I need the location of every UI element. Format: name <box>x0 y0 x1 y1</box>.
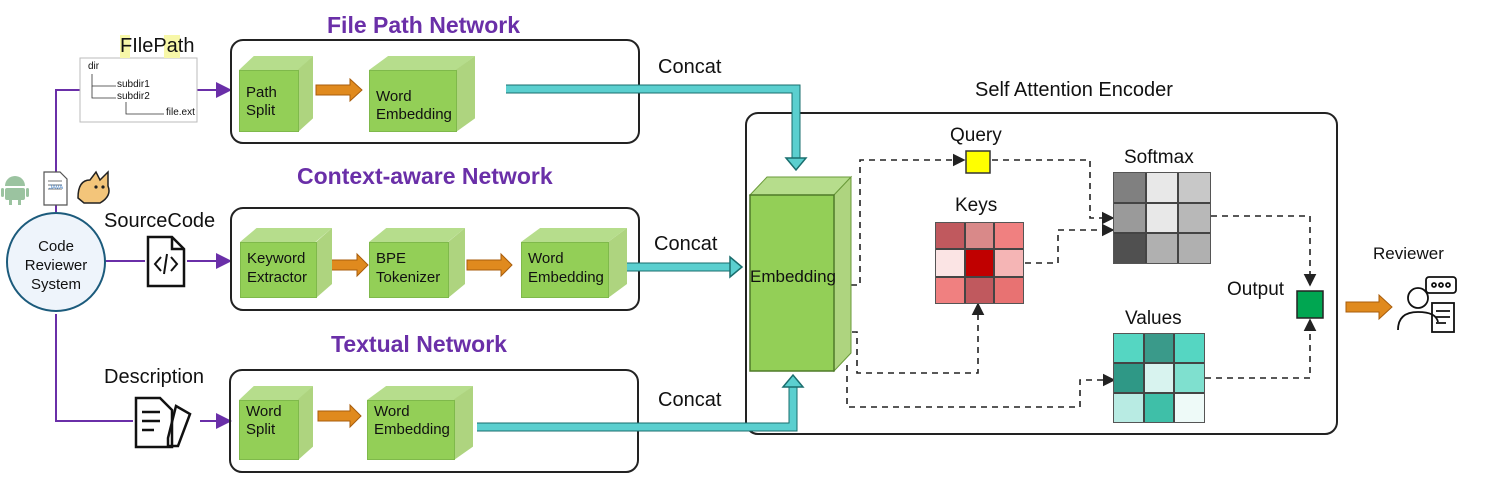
concat-label-context: Concat <box>654 233 718 255</box>
context-word-embedding-line1: Word <box>528 250 564 267</box>
system-label-line2: Reviewer <box>24 257 88 274</box>
keys-cell <box>965 223 994 249</box>
file-tree-root: dir <box>88 61 100 72</box>
filepath-label: FIlePath <box>120 35 195 58</box>
keyword-extractor-block: Keyword Extractor <box>240 228 332 298</box>
keys-cell <box>936 277 964 303</box>
keyword-extractor-line2: Extractor <box>247 269 308 286</box>
softmax-cell <box>1146 234 1178 263</box>
concat-label-file: Concat <box>658 56 722 78</box>
embedding-label: Embedding <box>750 267 837 286</box>
bpe-tokenizer-line2: Tokenizer <box>376 269 441 286</box>
context-word-embedding-block: Word Embedding <box>521 228 627 298</box>
keys-matrix <box>935 222 1024 304</box>
softmax-cell <box>1114 234 1145 263</box>
output-square <box>1296 290 1324 319</box>
file-tree-leaf: file.ext <box>166 107 195 118</box>
description-label: Description <box>104 366 205 388</box>
file-tree-child1: subdir1 <box>117 79 150 90</box>
path-split-line1: Path <box>246 84 277 101</box>
android-icon <box>1 176 29 205</box>
values-cell <box>1144 364 1174 392</box>
output-label: Output <box>1227 279 1285 300</box>
context-network-title: Context-aware Network <box>297 163 553 189</box>
text-word-embedding-line1: Word <box>374 403 410 420</box>
self-attention-title: Self Attention Encoder <box>975 79 1173 101</box>
softmax-label: Softmax <box>1124 147 1194 168</box>
file-word-embedding-block: Word Embedding <box>369 56 475 132</box>
file-word-embedding-line2: Embedding <box>376 106 452 123</box>
file-path-network-title: File Path Network <box>327 12 520 38</box>
context-word-embedding-line2: Embedding <box>528 269 604 286</box>
java-file-icon <box>43 171 68 206</box>
word-split-block: Word Split <box>239 386 313 460</box>
system-label-line1: Code <box>38 238 74 255</box>
input-connectors <box>55 82 232 429</box>
reviewer-person-icon <box>1397 276 1457 333</box>
softmax-cell <box>1114 203 1145 233</box>
keyword-extractor-line1: Keyword <box>247 250 306 267</box>
softmax-cell <box>1179 203 1210 233</box>
softmax-cell <box>1179 234 1210 263</box>
system-label: Code Reviewer System <box>7 237 105 294</box>
softmax-matrix <box>1113 172 1211 264</box>
java-icon-text: JAVA <box>49 185 64 191</box>
softmax-cell <box>1146 203 1178 233</box>
word-split-line2: Split <box>246 421 276 438</box>
bpe-tokenizer-block: BPE Tokenizer <box>369 228 465 298</box>
values-cell <box>1144 334 1174 362</box>
keys-cell <box>995 223 1023 249</box>
path-split-line2: Split <box>246 102 276 119</box>
concat-arrows <box>477 84 808 432</box>
self-attention-box <box>745 112 1338 435</box>
keys-cell <box>965 250 994 276</box>
keys-cell <box>936 223 964 249</box>
values-label: Values <box>1125 308 1182 329</box>
softmax-cell <box>1114 173 1145 202</box>
concat-label-textual: Concat <box>658 389 722 411</box>
values-cell <box>1175 364 1204 392</box>
values-cell <box>1114 364 1143 392</box>
textual-network-box <box>229 369 639 473</box>
tomcat-icon <box>77 170 110 204</box>
text-word-embedding-block: Word Embedding <box>367 386 473 460</box>
values-cell <box>1175 334 1204 362</box>
reviewer-label: Reviewer <box>1373 244 1444 263</box>
path-split-block: Path Split <box>239 56 313 132</box>
values-matrix <box>1113 333 1205 423</box>
description-edit-icon <box>134 396 192 449</box>
softmax-cell <box>1179 173 1210 202</box>
context-network-box <box>230 207 640 311</box>
text-word-embedding-line2: Embedding <box>374 421 450 438</box>
values-cell <box>1114 334 1143 362</box>
keys-label: Keys <box>955 195 998 216</box>
softmax-cell <box>1146 173 1178 202</box>
values-cell <box>1175 394 1204 422</box>
code-file-icon <box>146 235 186 288</box>
query-square <box>965 150 991 174</box>
values-cell <box>1144 394 1174 422</box>
bpe-tokenizer-line1: BPE <box>376 250 407 267</box>
file-word-embedding-line1: Word <box>376 88 412 105</box>
keys-cell <box>995 250 1023 276</box>
file-tree-image <box>79 57 198 123</box>
word-split-line1: Word <box>246 403 282 420</box>
code-reviewer-system-node <box>6 212 106 312</box>
system-label-line3: System <box>30 276 81 293</box>
textual-network-title: Textual Network <box>331 331 507 357</box>
embedding-cube <box>748 175 853 373</box>
attention-dashed-lines <box>830 153 1317 408</box>
orange-arrows <box>315 77 1393 429</box>
keys-cell <box>936 250 964 276</box>
query-label: Query <box>950 125 1002 146</box>
keys-cell <box>965 277 994 303</box>
file-tree-child2: subdir2 <box>117 91 150 102</box>
keys-cell <box>995 277 1023 303</box>
sourcecode-label: SourceCode <box>104 210 216 232</box>
values-cell <box>1114 394 1143 422</box>
